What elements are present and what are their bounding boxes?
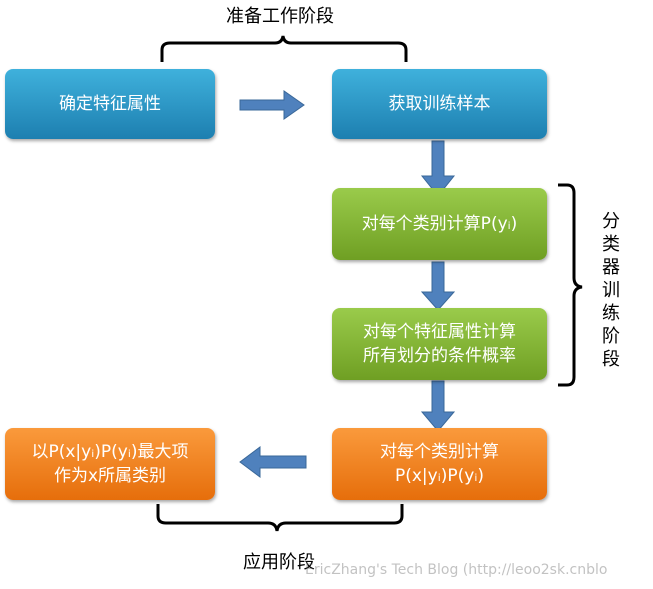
- watermark: EricZhang's Tech Blog (http://leoo2sk.cn…: [305, 562, 608, 578]
- apply-stage-brace: [156, 504, 404, 532]
- box-text: 以P(x|yᵢ)P(yᵢ)最大项: [31, 442, 189, 462]
- train-stage-brace: [558, 183, 583, 387]
- box-text: 获取训练样本: [388, 94, 491, 114]
- box-text: P(x|yᵢ)P(yᵢ): [394, 466, 485, 486]
- box-calc-pxy: 对每个类别计算 P(x|yᵢ)P(yᵢ): [332, 428, 547, 500]
- arrow-down-icon: [420, 380, 456, 432]
- box-text: 对每个类别计算: [380, 442, 499, 462]
- apply-stage-label: 应用阶段: [243, 552, 315, 573]
- box-text: 确定特征属性: [59, 94, 161, 114]
- arrow-left-icon: [239, 446, 307, 478]
- box-result: 以P(x|yᵢ)P(yᵢ)最大项 作为x所属类别: [5, 428, 215, 500]
- box-calc-py: 对每个类别计算P(yᵢ): [332, 188, 547, 260]
- box-text: 作为x所属类别: [53, 466, 167, 486]
- arrow-right-icon: [239, 90, 305, 120]
- box-calc-cond-prob: 对每个特征属性计算 所有划分的条件概率: [332, 308, 547, 380]
- box-determine-features: 确定特征属性: [5, 69, 215, 139]
- arrow-down-icon: [420, 140, 456, 197]
- prep-stage-label: 准备工作阶段: [226, 6, 334, 27]
- box-get-samples: 获取训练样本: [332, 69, 547, 139]
- prep-stage-brace: [160, 35, 408, 62]
- box-text: 对每个特征属性计算: [363, 322, 516, 342]
- train-stage-label: 分类器训练阶段: [602, 211, 620, 370]
- box-text: 所有划分的条件概率: [363, 346, 516, 366]
- box-text: 对每个类别计算P(yᵢ): [361, 214, 518, 234]
- arrow-down-icon: [420, 261, 456, 311]
